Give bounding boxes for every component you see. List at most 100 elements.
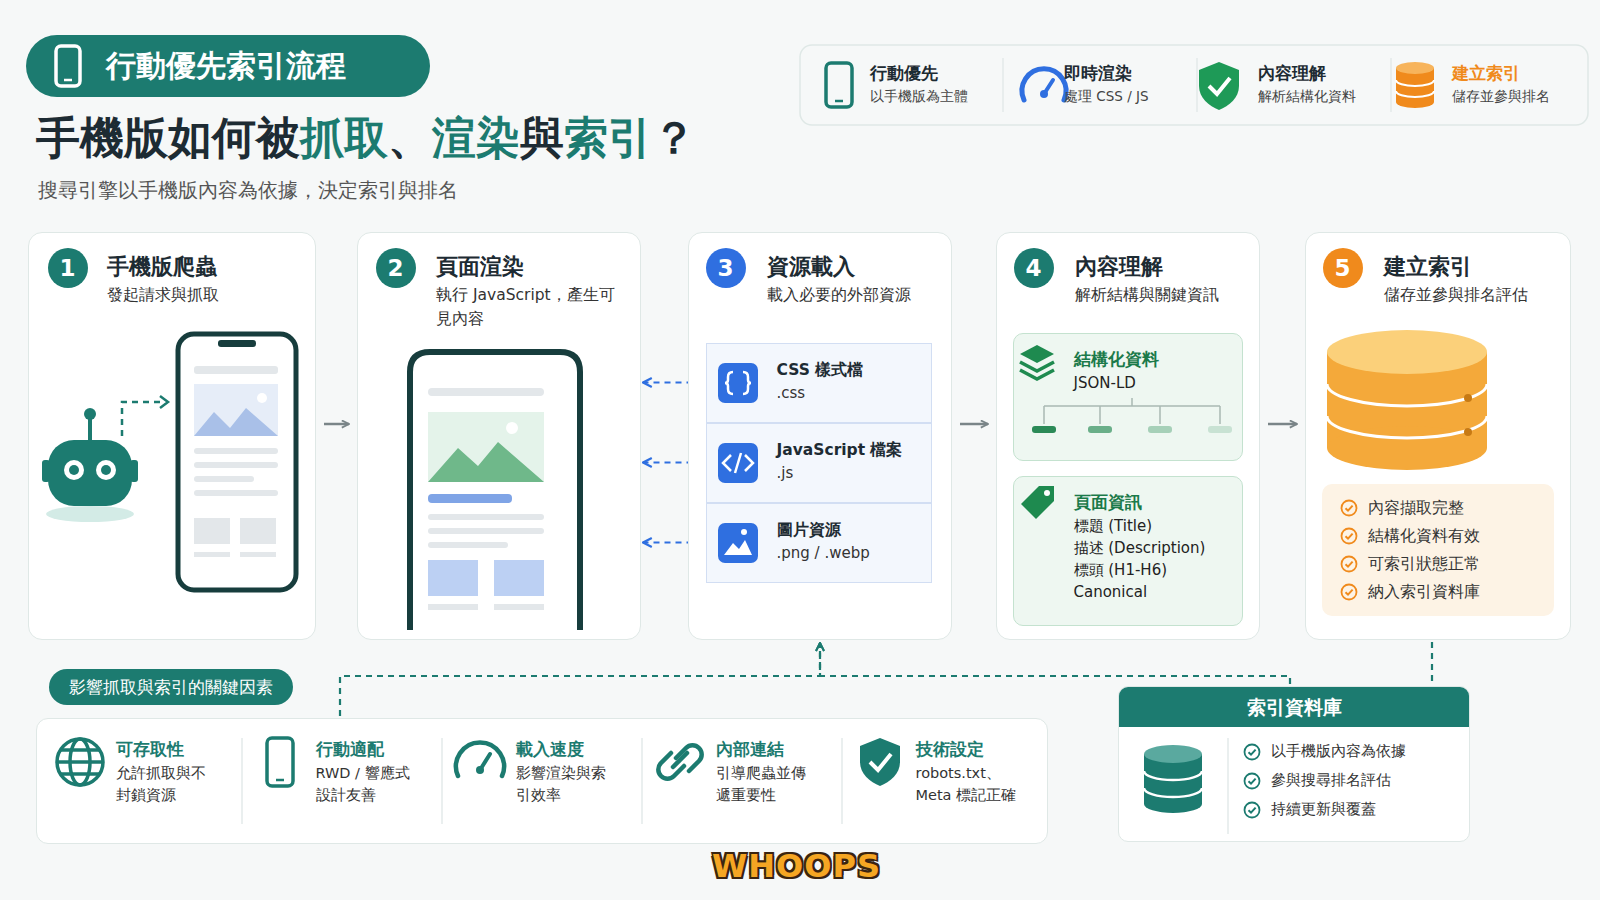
box-heading: 建立索引	[1452, 60, 1580, 86]
index-database	[1327, 330, 1487, 470]
box-heading: 手機版爬蟲	[107, 251, 303, 283]
shield-icon	[860, 738, 900, 786]
factor-dividers	[242, 738, 842, 824]
box-text: Canonical	[1074, 581, 1236, 603]
phone-icon	[267, 738, 293, 786]
factor-item: 技術設定robots.txt、Meta 標記正確	[844, 722, 1040, 838]
box-heading: 可存取性	[116, 736, 236, 762]
check-mark	[1345, 589, 1352, 594]
step-number: 5	[1323, 248, 1363, 288]
js-icon	[718, 443, 758, 483]
info-box: 頁面資訊標題 (Title)描述 (Description)標頭 (H1-H6)…	[1013, 476, 1243, 626]
step-card: 建立索引儲存並參與排名評估5內容擷取完整結構化資料有效可索引狀態正常納入索引資料…	[1305, 232, 1571, 640]
gauge-icon	[456, 742, 504, 776]
css-icon	[718, 363, 758, 403]
box-text: .css	[777, 382, 927, 404]
crawl-arrow-head	[160, 396, 168, 408]
box-heading: 資源載入	[767, 251, 939, 283]
page-caption: 搜尋引擎以手機版內容為依據，決定索引與排名	[38, 176, 458, 204]
shield-icon	[1199, 62, 1239, 110]
box-text: 解析結構化資料	[1258, 86, 1386, 106]
list-item: 以手機版內容為依據	[1271, 737, 1406, 766]
structure-tree	[1032, 398, 1232, 433]
box-heading: 載入速度	[516, 736, 636, 762]
step-number-text: 5	[1334, 255, 1350, 281]
strip-dividers	[1003, 58, 1391, 112]
tag-icon	[1021, 486, 1054, 519]
step-number-text: 2	[387, 255, 403, 281]
box-text: 以手機版為主體	[870, 86, 998, 106]
box-heading: 行動適配	[316, 736, 436, 762]
title-accent: 索引	[564, 112, 652, 163]
box-text: 發起請求與抓取	[107, 283, 303, 307]
factor-item: 載入速度影響渲染與索引效率	[444, 722, 640, 838]
box-text: .js	[777, 462, 927, 484]
flow-connector	[820, 643, 1290, 684]
feature-item: 建立索引儲存並參與排名	[1394, 52, 1580, 120]
check-icon	[1340, 527, 1358, 545]
box-heading: 頁面渲染	[436, 251, 628, 283]
step-card: 內容理解解析結構與關鍵資訊4結構化資料JSON-LD頁面資訊標題 (Title)…	[996, 232, 1260, 640]
list-item: 結構化資料有效	[1368, 522, 1480, 550]
crawler-robot	[42, 408, 138, 522]
check-icon	[1243, 772, 1261, 790]
box-text: 描述 (Description)	[1074, 537, 1236, 559]
step-number-text: 1	[59, 255, 75, 281]
box-heading: CSS 樣式檔	[777, 358, 927, 382]
box-heading: 行動優先索引流程	[106, 45, 430, 87]
step-number-text: 4	[1025, 255, 1041, 281]
box-heading: 索引資料庫	[1119, 687, 1469, 727]
box-text: 解析結構與關鍵資訊	[1075, 283, 1247, 307]
gauge-icon	[1022, 69, 1066, 100]
box-text: 標題 (Title)	[1074, 515, 1236, 537]
box-text: robots.txt、Meta 標記正確	[916, 762, 1020, 806]
check-icon	[1340, 555, 1358, 573]
list-item: 可索引狀態正常	[1368, 550, 1480, 578]
check-mark	[1249, 749, 1256, 754]
panel-divider	[1227, 738, 1229, 834]
check-row: 參與搜尋排名評估	[1243, 766, 1469, 795]
list-item: 參與搜尋排名評估	[1271, 766, 1391, 795]
box-text: 處理 CSS / JS	[1064, 86, 1192, 106]
box-text: 儲存並參與排名	[1452, 86, 1580, 106]
step-number: 3	[706, 248, 746, 288]
check-circle	[1341, 584, 1356, 599]
list-item: 內容擷取完整	[1368, 494, 1464, 522]
check-mark	[1345, 533, 1352, 538]
flow-connector	[1268, 423, 1297, 426]
box-heading: 技術設定	[916, 736, 1036, 762]
check-mark	[1249, 807, 1256, 812]
box-text: 載入必要的外部資源	[767, 283, 939, 307]
check-circle	[1341, 556, 1356, 571]
feature-item: 行動優先以手機版為主體	[812, 52, 998, 120]
box-text: 執行 JavaScript，產生可見內容	[436, 283, 628, 331]
step-card: 手機版爬蟲發起請求與抓取 1	[28, 232, 316, 640]
resource-box: CSS 樣式檔.css	[706, 343, 932, 423]
layers-icon	[1020, 345, 1054, 379]
watermark: WHOOPS	[712, 846, 881, 886]
box-heading: 圖片資源	[777, 518, 927, 542]
flow-connector	[960, 423, 988, 426]
resource-box: JavaScript 檔案.js	[706, 423, 932, 503]
box-text: 影響渲染與索引效率	[516, 762, 620, 806]
check-mark	[1249, 778, 1256, 783]
box-heading: 行動優先	[870, 60, 998, 86]
check-circle	[1245, 802, 1260, 817]
globe-icon	[57, 739, 103, 785]
title-accent: 抓取	[300, 112, 388, 163]
box-heading: 即時渲染	[1064, 60, 1192, 86]
database-icon	[1144, 745, 1202, 813]
check-circle	[1245, 744, 1260, 759]
box-heading: 頁面資訊	[1074, 489, 1236, 515]
step-number: 1	[48, 248, 88, 288]
box-heading: JavaScript 檔案	[777, 438, 927, 462]
title-accent: 渲染	[432, 112, 520, 163]
step-number-text: 3	[717, 255, 733, 281]
box-heading: 結構化資料	[1074, 346, 1236, 372]
feature-item: 即時渲染處理 CSS / JS	[1006, 52, 1192, 120]
page-title: 手機版如何被抓取、渲染與索引？	[36, 108, 696, 168]
resource-box: 圖片資源.png / .webp	[706, 503, 932, 583]
phone-icon	[826, 63, 852, 107]
factor-item: 可存取性允許抓取與不封鎖資源	[44, 722, 240, 838]
check-row: 持續更新與覆蓋	[1243, 795, 1469, 824]
